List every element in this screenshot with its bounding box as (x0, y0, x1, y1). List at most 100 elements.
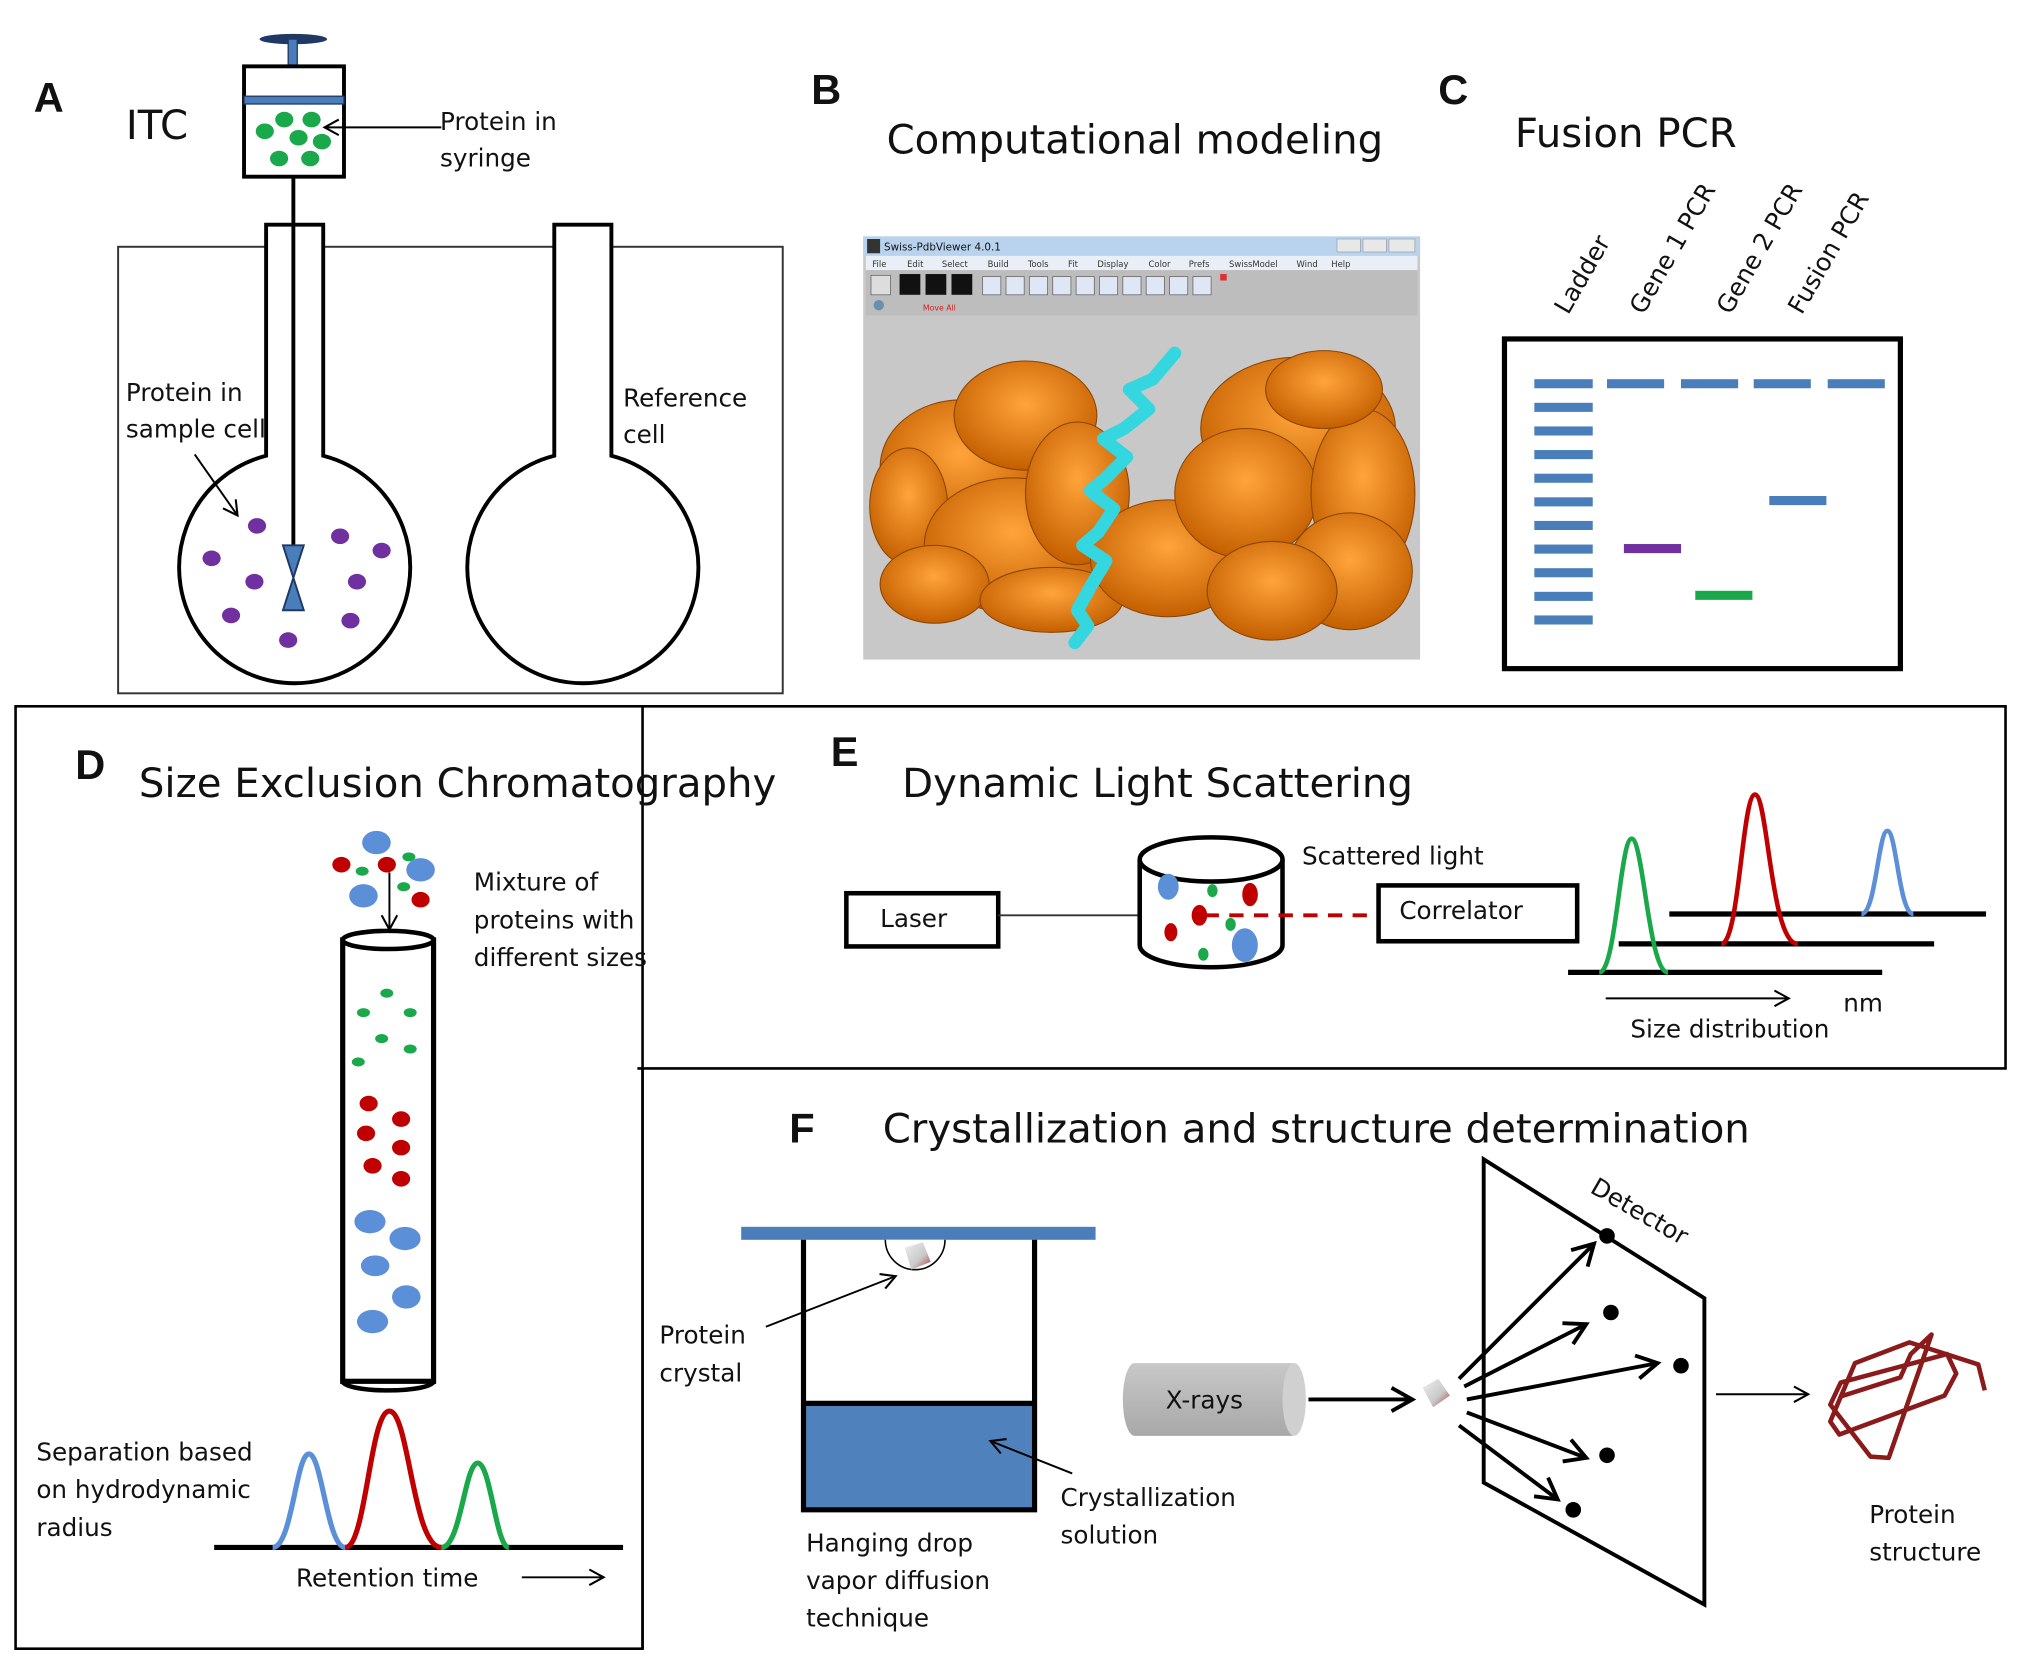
panel-c: C Fusion PCR Ladder Gene 1 PCR Gene 2 PC… (1438, 66, 1903, 672)
menu-item-help[interactable]: Help (1331, 259, 1350, 269)
reference-cell (465, 222, 701, 686)
crystal-icon (904, 1242, 931, 1270)
column-small-proteins (351, 988, 417, 1067)
column-large-proteins (354, 1209, 421, 1334)
toolbar-button-zoom[interactable] (925, 274, 947, 295)
crystal-label-line2: crystal (659, 1358, 742, 1387)
correlator-label: Correlator (1399, 896, 1523, 925)
mixture-label-line2: proteins with (474, 905, 635, 934)
menu-item-select[interactable]: Select (942, 259, 969, 269)
mixture-label-line3: different sizes (474, 943, 647, 972)
toolbar-button-move[interactable] (899, 274, 921, 295)
toolbar-buttons (870, 274, 1227, 311)
menu-item-build[interactable]: Build (988, 259, 1009, 269)
structure-label-line2: structure (1869, 1537, 1981, 1566)
protein-surface (869, 350, 1416, 641)
menu-item-wind[interactable]: Wind (1297, 259, 1318, 269)
panel-a: A ITC Protein in syringe (34, 33, 784, 695)
correlator-box (1376, 883, 1580, 944)
mixture-label-line1: Mixture of (474, 868, 600, 897)
toolbar-button-rotate[interactable] (951, 274, 973, 295)
ladder-bands (1534, 379, 1593, 625)
menu-item-color[interactable]: Color (1149, 259, 1172, 269)
well-bands (1607, 379, 1885, 389)
panel-b-title: Computational modeling (887, 117, 1384, 163)
toolbar-button-select[interactable] (1075, 276, 1095, 296)
panel-b: B Computational modeling Swiss-PdbViewer… (811, 66, 1421, 660)
panel-a-title: ITC (126, 103, 188, 149)
reference-label-line2: cell (623, 420, 665, 449)
nm-label: nm (1843, 988, 1883, 1017)
window-title: Swiss-PdbViewer 4.0.1 (884, 242, 1001, 254)
diffraction-rays (1457, 1240, 1662, 1502)
xrays-label: X-rays (1166, 1386, 1243, 1415)
menu-items: File Edit Select Build Tools Fit Display Color P… (872, 259, 1350, 269)
close-button[interactable] (1388, 238, 1416, 253)
minimize-button[interactable] (1336, 238, 1361, 253)
toolbar-button-center[interactable] (1052, 276, 1072, 296)
panel-c-title: Fusion PCR (1515, 111, 1737, 157)
menu-item-swissmodel[interactable]: SwissModel (1229, 259, 1278, 269)
menu-item-file[interactable]: File (872, 259, 886, 269)
toolbar-button-dihedral[interactable] (1028, 276, 1048, 296)
sample-arrow (193, 453, 239, 518)
toolbar-button-distance[interactable] (982, 276, 1002, 296)
solution-label-line1: Crystallization (1061, 1483, 1236, 1512)
menu-item-display[interactable]: Display (1097, 259, 1128, 269)
laser-label: Laser (880, 904, 948, 933)
ladder-band (1534, 473, 1593, 483)
menu-bar (865, 255, 1418, 271)
menu-item-tools[interactable]: Tools (1027, 259, 1049, 269)
toolbar-button-angle[interactable] (1005, 276, 1025, 296)
toolbar-button-torsion[interactable] (1122, 276, 1142, 296)
panel-f: F Crystallization and structure determin… (641, 1068, 1987, 1649)
toolbar-button-mutate[interactable] (1099, 276, 1119, 296)
menu-item-fit[interactable]: Fit (1068, 259, 1079, 269)
band-well-gene1 (1607, 379, 1665, 389)
panel-letter-d: D (75, 741, 105, 788)
panel-letter-f: F (789, 1104, 814, 1151)
hanging-drop-well (741, 1226, 1096, 1513)
alpha-helix (1068, 346, 1182, 650)
panel-letter-e: E (831, 728, 859, 775)
peak-small (440, 1460, 511, 1551)
cuvette (1137, 835, 1285, 970)
ladder-band (1534, 591, 1593, 601)
column-medium-proteins (356, 1095, 411, 1187)
ladder-band (1534, 615, 1593, 625)
separation-label-line2: on hydrodynamic (36, 1475, 251, 1504)
diffraction-spots (1565, 1228, 1689, 1518)
separation-label-line3: radius (36, 1513, 112, 1542)
technique-label-line1: Hanging drop (806, 1528, 973, 1557)
sample-proteins (202, 518, 391, 648)
stirrer-icon (281, 544, 306, 612)
toolbar-button-superpose[interactable] (1169, 276, 1189, 296)
dls-peak-medium (1720, 792, 1799, 947)
crystal-label-line1: Protein (659, 1321, 745, 1350)
maximize-button[interactable] (1362, 238, 1387, 253)
menu-item-edit[interactable]: Edit (907, 259, 924, 269)
protein-structure-icon (1828, 1332, 1987, 1461)
reference-label-line1: Reference (623, 383, 747, 412)
toolbar-button-links[interactable] (1192, 276, 1212, 296)
syringe-icon (242, 33, 346, 179)
solution-label-line2: solution (1061, 1521, 1159, 1550)
size-distribution-label: Size distribution (1630, 1014, 1829, 1043)
diffracting-crystal-icon (1422, 1378, 1450, 1408)
menu-item-prefs[interactable]: Prefs (1189, 259, 1210, 269)
toolbar-button-fit[interactable] (1145, 276, 1165, 296)
ladder-band (1534, 544, 1593, 554)
window-titlebar (863, 236, 1421, 256)
technique-label-line3: technique (806, 1604, 929, 1633)
itc-bath (117, 245, 784, 695)
panel-letter-a: A (34, 74, 64, 121)
panel-f-title: Crystallization and structure determinat… (883, 1106, 1750, 1152)
pdbviewer-screenshot: Swiss-PdbViewer 4.0.1 File Edit Select Buil… (863, 236, 1421, 660)
toolbar-button-home[interactable] (870, 274, 891, 296)
dls-peak-small (1598, 836, 1670, 975)
panel-e: E Dynamic Light Scattering Laser Scatter… (637, 705, 2007, 1070)
separation-label-line1: Separation based (36, 1437, 252, 1466)
band-well-extra (1827, 379, 1885, 389)
syringe-label-line2: syringe (440, 143, 531, 172)
